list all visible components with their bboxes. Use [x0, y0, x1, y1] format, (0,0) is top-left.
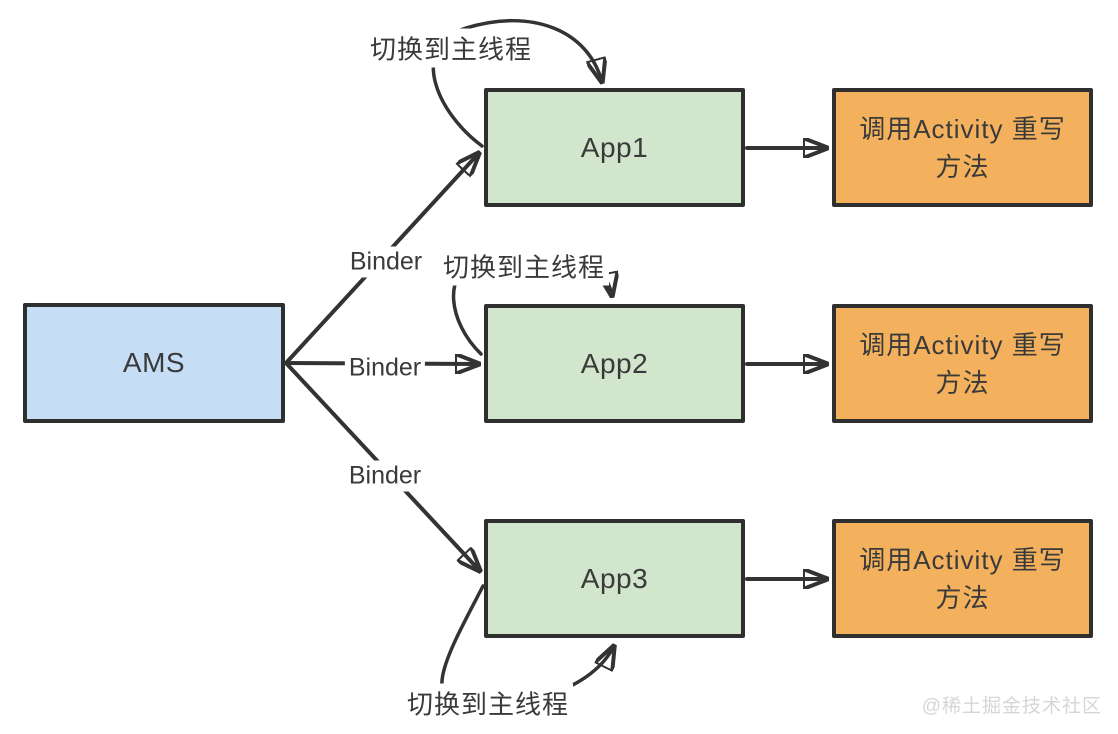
node-app1-label: App1: [580, 131, 649, 163]
node-ams-label: AMS: [122, 347, 186, 378]
node-result-app2: 调用Activity 重写 方法: [832, 304, 1093, 423]
node-app2: App2: [484, 304, 745, 423]
switch-label-app2: 切换到主线程: [438, 246, 610, 286]
result-app1-line2: 方法: [935, 151, 990, 182]
switch-label-app3: 切换到主线程: [402, 683, 574, 723]
node-app1: App1: [484, 88, 745, 207]
result-app3-line1: 调用Activity 重写: [859, 544, 1066, 575]
result-app2-line1: 调用Activity 重写: [859, 329, 1066, 360]
node-result-app1: 调用Activity 重写 方法: [832, 88, 1093, 207]
result-app2-line2: 方法: [935, 367, 990, 398]
switch-loop-app1: [431, 19, 602, 148]
binder-label-app2: Binder: [344, 352, 426, 384]
binder-label-app1: Binder: [345, 246, 427, 278]
node-app3: App3: [484, 519, 745, 638]
result-app3-line2: 方法: [935, 582, 990, 613]
binder-label-app3: Binder: [344, 460, 426, 492]
watermark: @稀土掘金技术社区: [921, 696, 1102, 717]
node-result-app3: 调用Activity 重写 方法: [832, 519, 1093, 638]
node-app2-label: App2: [580, 347, 649, 379]
switch-label-app1: 切换到主线程: [365, 28, 537, 68]
node-app3-label: App3: [580, 562, 649, 594]
node-ams: AMS: [23, 303, 285, 423]
result-app1-line1: 调用Activity 重写: [859, 113, 1066, 144]
